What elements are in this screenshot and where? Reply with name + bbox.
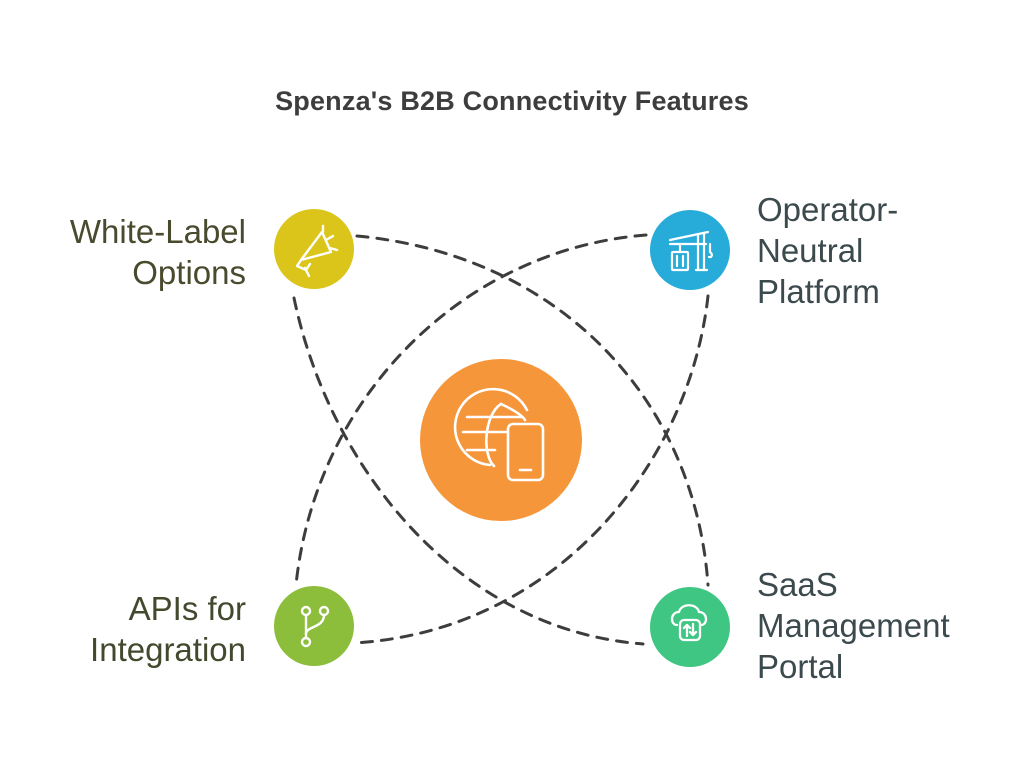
connector-white-label-to-apis-return (292, 296, 645, 646)
connector-white-label-to-saas (355, 234, 710, 587)
connector-operator-to-apis (294, 233, 648, 587)
saas-node (650, 587, 730, 667)
crane-container-icon (668, 230, 713, 272)
saas-line-1: SaaS (757, 566, 838, 603)
center-node (420, 359, 582, 521)
white-label-label: White-Label Options (70, 211, 246, 293)
cloud-transfer-icon (670, 604, 708, 642)
apis-line-1: APIs for (128, 590, 246, 627)
operator-neutral-line-3: Platform (757, 273, 880, 310)
connector-operator-to-apis-return (353, 294, 710, 645)
saas-label: SaaS Management Portal (757, 564, 950, 687)
operator-neutral-line-1: Operator- (757, 191, 899, 228)
saas-line-2: Management (757, 607, 950, 644)
globe-and-smartphone-icon (453, 387, 545, 482)
operator-neutral-label: Operator- Neutral Platform (757, 189, 898, 312)
apis-label: APIs for Integration (90, 588, 246, 670)
diagram-title: Spenza's B2B Connectivity Features (275, 86, 749, 116)
operator-neutral-node (650, 210, 730, 290)
apis-node (274, 586, 354, 666)
white-label-node (274, 209, 354, 289)
white-label-line-2: Options (132, 254, 246, 291)
apis-line-2: Integration (90, 631, 246, 668)
git-branch-icon (300, 605, 330, 648)
white-label-line-1: White-Label (69, 213, 246, 250)
operator-neutral-line-2: Neutral (757, 232, 864, 269)
megaphone-icon (295, 224, 339, 278)
saas-line-3: Portal (757, 648, 844, 685)
